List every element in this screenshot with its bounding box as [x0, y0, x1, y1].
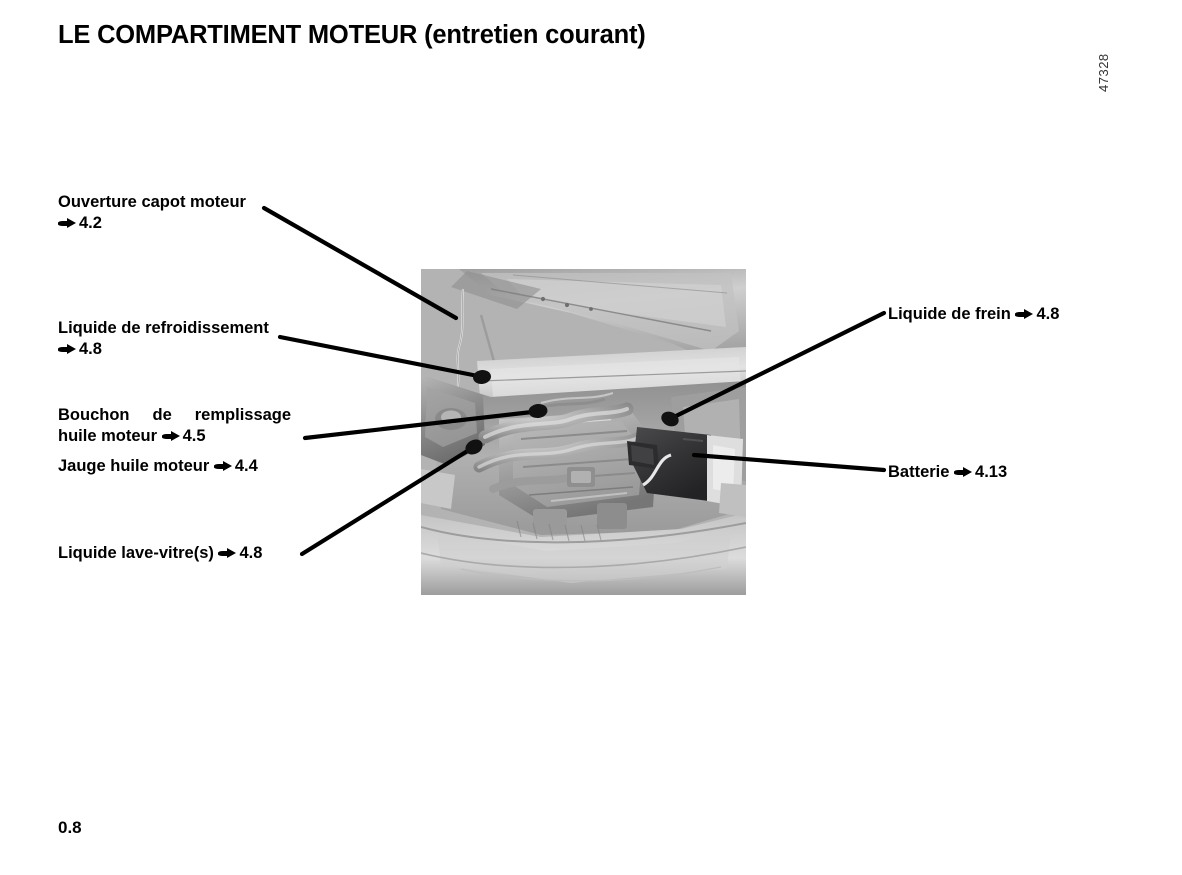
- page-title: LE COMPARTIMENT MOTEUR (entretien couran…: [58, 21, 646, 49]
- callout-bouchon-word-1: Bouchon: [58, 406, 130, 424]
- arrow-right-icon: [161, 430, 181, 442]
- battery-box: [627, 427, 711, 501]
- callout-jauge-huile-text: Jauge huile moteur: [58, 457, 210, 475]
- callout-bouchon-word-3: remplissage: [194, 406, 292, 424]
- callout-liquide-lave-vitre-reference: 4.8: [239, 544, 263, 562]
- accessory-box-3: [597, 503, 627, 529]
- arrow-right-icon: [1015, 308, 1034, 320]
- callout-batterie: Batterie 4.13: [888, 462, 1007, 483]
- callout-bouchon-remplissage-reference: 4.5: [182, 427, 206, 445]
- callout-liquide-frein-reference: 4.8: [1036, 305, 1060, 323]
- callout-liquide-refroidissement: Liquide de refroidissement 4.8: [58, 318, 269, 360]
- callout-bouchon-remplissage-line2: huile moteur 4.5: [58, 426, 291, 447]
- arrow-right-icon: [58, 343, 77, 355]
- callout-jauge-huile: Jauge huile moteur 4.4: [58, 456, 258, 477]
- callout-ouverture-capot-reference: 4.2: [79, 214, 102, 232]
- callout-batterie-reference: 4.13: [975, 463, 1008, 481]
- callout-ouverture-capot-ref-line: 4.2: [58, 213, 246, 234]
- callout-ouverture-capot: Ouverture capot moteur 4.2: [58, 192, 246, 234]
- radiator-support: [516, 520, 602, 542]
- callout-liquide-frein-text: Liquide de frein: [888, 305, 1011, 323]
- left-corner-panel: [421, 469, 455, 509]
- callout-bouchon-word-2: de: [152, 406, 172, 424]
- engine-bay-figure: [421, 269, 746, 595]
- callout-liquide-refroidissement-reference: 4.8: [79, 340, 102, 358]
- callout-liquide-lave-vitre: Liquide lave-vitre(s) 4.8: [58, 543, 262, 564]
- callout-liquide-refroidissement-ref-line: 4.8: [58, 339, 269, 360]
- hood-prop-rod: [479, 314, 497, 366]
- callout-batterie-text: Batterie: [888, 463, 950, 481]
- callout-liquide-refroidissement-text: Liquide de refroidissement: [58, 319, 269, 337]
- figure-reference-number: 47328: [1096, 53, 1111, 92]
- callout-bouchon-remplissage-line1: Bouchon de remplissage: [58, 405, 291, 426]
- battery-cable: [642, 453, 672, 487]
- arrow-right-icon: [213, 460, 233, 472]
- arrow-right-icon: [58, 217, 77, 229]
- callout-liquide-frein: Liquide de frein 4.8: [888, 304, 1059, 325]
- callout-jauge-huile-reference: 4.4: [234, 457, 258, 475]
- callout-bouchon-remplissage-text2: huile moteur: [58, 427, 158, 445]
- callout-liquide-lave-vitre-text: Liquide lave-vitre(s): [58, 544, 214, 562]
- callout-liquide-frein-line: Liquide de frein 4.8: [888, 304, 1059, 325]
- front-bumper: [421, 513, 746, 595]
- arrow-right-icon: [218, 547, 237, 559]
- callout-batterie-line: Batterie 4.13: [888, 462, 1007, 483]
- arrow-right-icon: [954, 466, 973, 478]
- page-number: 0.8: [58, 818, 82, 837]
- callout-bouchon-remplissage: Bouchon de remplissage huile moteur 4.5: [58, 405, 291, 447]
- callout-liquide-lave-vitre-line: Liquide lave-vitre(s) 4.8: [58, 543, 262, 564]
- callout-ouverture-capot-text: Ouverture capot moteur: [58, 193, 246, 211]
- callout-jauge-huile-line: Jauge huile moteur 4.4: [58, 456, 258, 477]
- accessory-box-2: [533, 509, 567, 533]
- right-corner-panel: [719, 483, 746, 517]
